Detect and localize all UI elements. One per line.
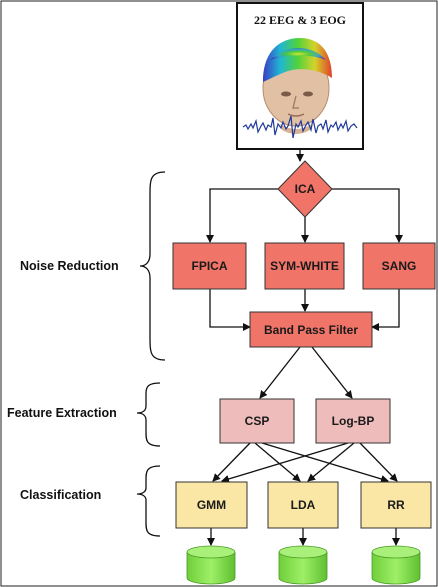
gmm-node: GMM xyxy=(175,481,248,529)
fpica-node: FPICA xyxy=(172,242,247,290)
csp-label: CSP xyxy=(245,414,270,428)
gmm-label: GMM xyxy=(197,498,226,512)
fpica-label: FPICA xyxy=(192,259,228,273)
csp-node: CSP xyxy=(219,398,295,444)
connectors xyxy=(206,149,403,546)
log-bp-node: Log-BP xyxy=(315,398,391,444)
eeg-waveform xyxy=(242,115,358,139)
ica-node: ICA xyxy=(277,160,333,218)
output-cylinder-rr xyxy=(371,545,421,585)
rr-label: RR xyxy=(387,498,405,512)
sang-node: SANG xyxy=(362,242,436,290)
noise-reduction-label: Noise Reduction xyxy=(20,259,119,273)
band-pass-filter-node: Band Pass Filter xyxy=(249,311,373,348)
ica-label: ICA xyxy=(295,182,316,196)
feature-extraction-label: Feature Extraction xyxy=(7,406,117,420)
log-bp-label: Log-BP xyxy=(332,414,375,428)
lda-node: LDA xyxy=(267,481,339,529)
braces xyxy=(136,171,166,537)
sym-white-label: SYM-WHITE xyxy=(270,259,339,273)
noise-reduction-brace xyxy=(139,171,166,361)
feature-extraction-brace xyxy=(136,382,161,447)
output-cylinder-lda xyxy=(278,545,328,585)
classification-label: Classification xyxy=(20,488,101,502)
sym-white-node: SYM-WHITE xyxy=(264,242,345,290)
header-title: 22 EEG & 3 EOG xyxy=(254,13,346,27)
sang-label: SANG xyxy=(382,259,417,273)
lda-label: LDA xyxy=(291,498,316,512)
rr-node: RR xyxy=(360,481,432,529)
classification-brace xyxy=(136,465,161,537)
head-topography-image xyxy=(262,38,332,134)
eeg-header-box: 22 EEG & 3 EOG xyxy=(236,2,364,150)
output-cylinder-gmm xyxy=(186,545,236,585)
band-pass-filter-label: Band Pass Filter xyxy=(264,323,358,337)
